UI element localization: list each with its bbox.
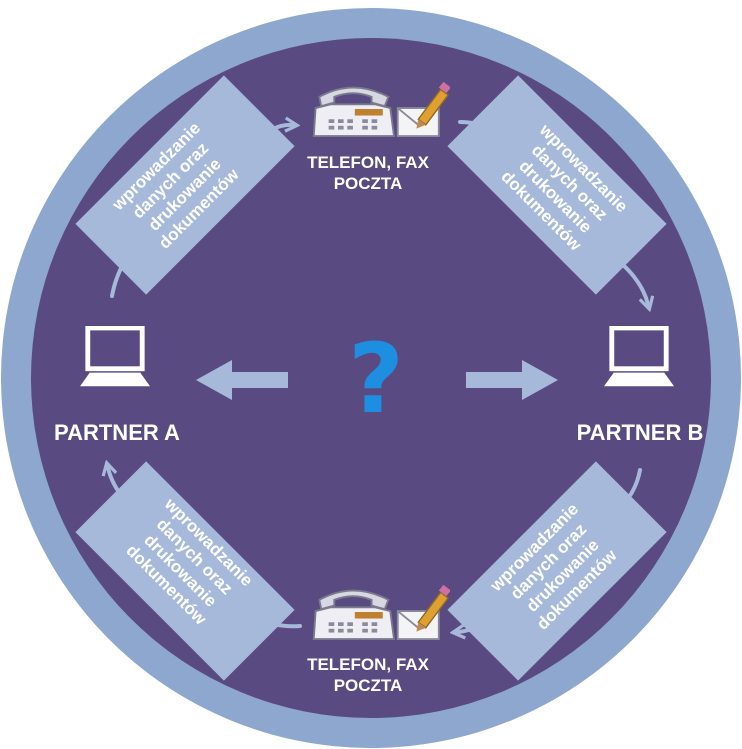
arrow-left-icon <box>196 360 288 400</box>
flow-arrow <box>458 120 498 134</box>
arrow-right-icon <box>466 360 558 400</box>
flow-arrow <box>620 262 648 304</box>
comm-bottom-line2: POCZTA <box>334 676 403 695</box>
panel-top-left <box>75 75 295 295</box>
comm-top-line2: POCZTA <box>334 174 403 193</box>
flow-arrow <box>108 468 136 510</box>
partner-a-label: PARTNER A <box>54 420 180 445</box>
flow-arrow <box>260 125 292 139</box>
flow-arrow <box>458 614 496 632</box>
flow-arrow <box>110 256 128 298</box>
partner-b-label: PARTNER B <box>577 420 704 445</box>
comm-top-line1: TELEFON, FAX <box>307 153 430 172</box>
panel-bottom-left <box>75 461 295 681</box>
flow-arrow <box>620 468 642 508</box>
comm-bottom-line1: TELEFON, FAX <box>307 655 430 674</box>
panel-bottom-right <box>447 461 667 681</box>
flow-arrow <box>252 616 302 629</box>
question-mark: ? <box>348 323 404 435</box>
